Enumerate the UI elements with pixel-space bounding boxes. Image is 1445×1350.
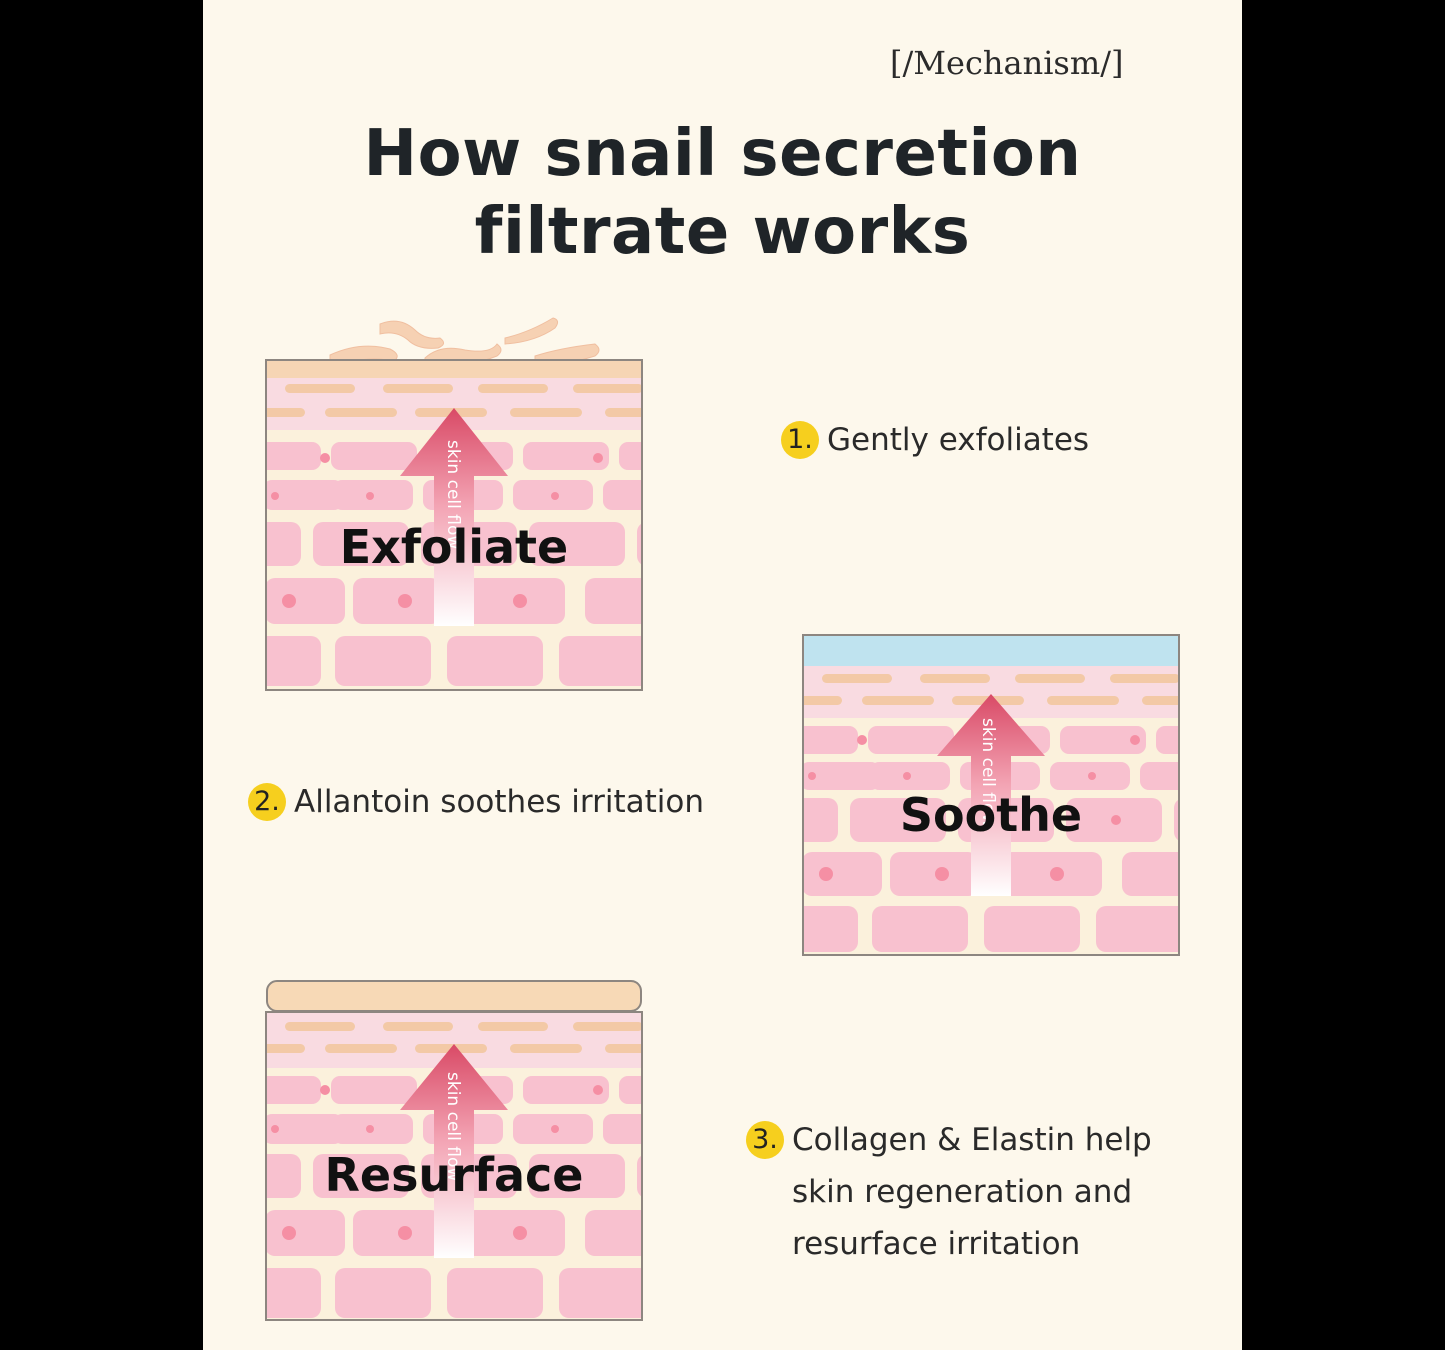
soothing-film-layer <box>803 635 1179 666</box>
soothe-diagram: skin cell flow Soothe <box>802 634 1180 956</box>
step-3-line-2: skin regeneration and <box>792 1174 1133 1210</box>
step-3: 3. Collagen & Elastin help skin regenera… <box>746 1121 1152 1270</box>
step-1: 1. Gently exfoliates <box>781 421 1089 466</box>
page-title-line-2: filtrate works <box>474 195 971 269</box>
section-tag: [/Mechanism/] <box>890 44 1124 82</box>
skin-cell-flow-arrow <box>400 408 508 626</box>
skin-cell-flow-arrow <box>400 1044 508 1258</box>
resurface-diagram: skin cell flow Resurface <box>265 980 643 1322</box>
step-3-line-1: Collagen & Elastin help <box>792 1122 1152 1158</box>
step-2-badge: 2. <box>248 783 286 821</box>
skin-cell-flow-arrow <box>937 694 1045 896</box>
arrow-text: skin cell flow <box>443 440 463 549</box>
step-2-line-1: Allantoin soothes irritation <box>294 784 704 820</box>
step-1-badge: 1. <box>781 421 819 459</box>
arrow-text: skin cell flow <box>443 1072 463 1181</box>
exfoliate-diagram: skin cell flow Exfoliate <box>265 310 643 692</box>
resurface-skin-illustration: skin cell flow <box>265 980 643 1321</box>
soothe-skin-illustration: skin cell flow <box>802 634 1180 956</box>
new-smooth-layer <box>266 980 642 1012</box>
step-1-text: Gently exfoliates <box>827 414 1089 466</box>
exfoliate-skin-illustration: skin cell flow <box>265 317 643 691</box>
step-2: 2. Allantoin soothes irritation <box>248 783 704 828</box>
page-title-line-1: How snail secretion <box>363 117 1082 191</box>
arrow-text: skin cell flow <box>978 718 998 827</box>
step-3-line-3: resurface irritation <box>792 1226 1081 1262</box>
step-3-badge: 3. <box>746 1121 784 1159</box>
step-1-line-1: Gently exfoliates <box>827 422 1090 458</box>
step-2-text: Allantoin soothes irritation <box>294 776 704 828</box>
step-3-text: Collagen & Elastin help skin regeneratio… <box>792 1114 1152 1270</box>
